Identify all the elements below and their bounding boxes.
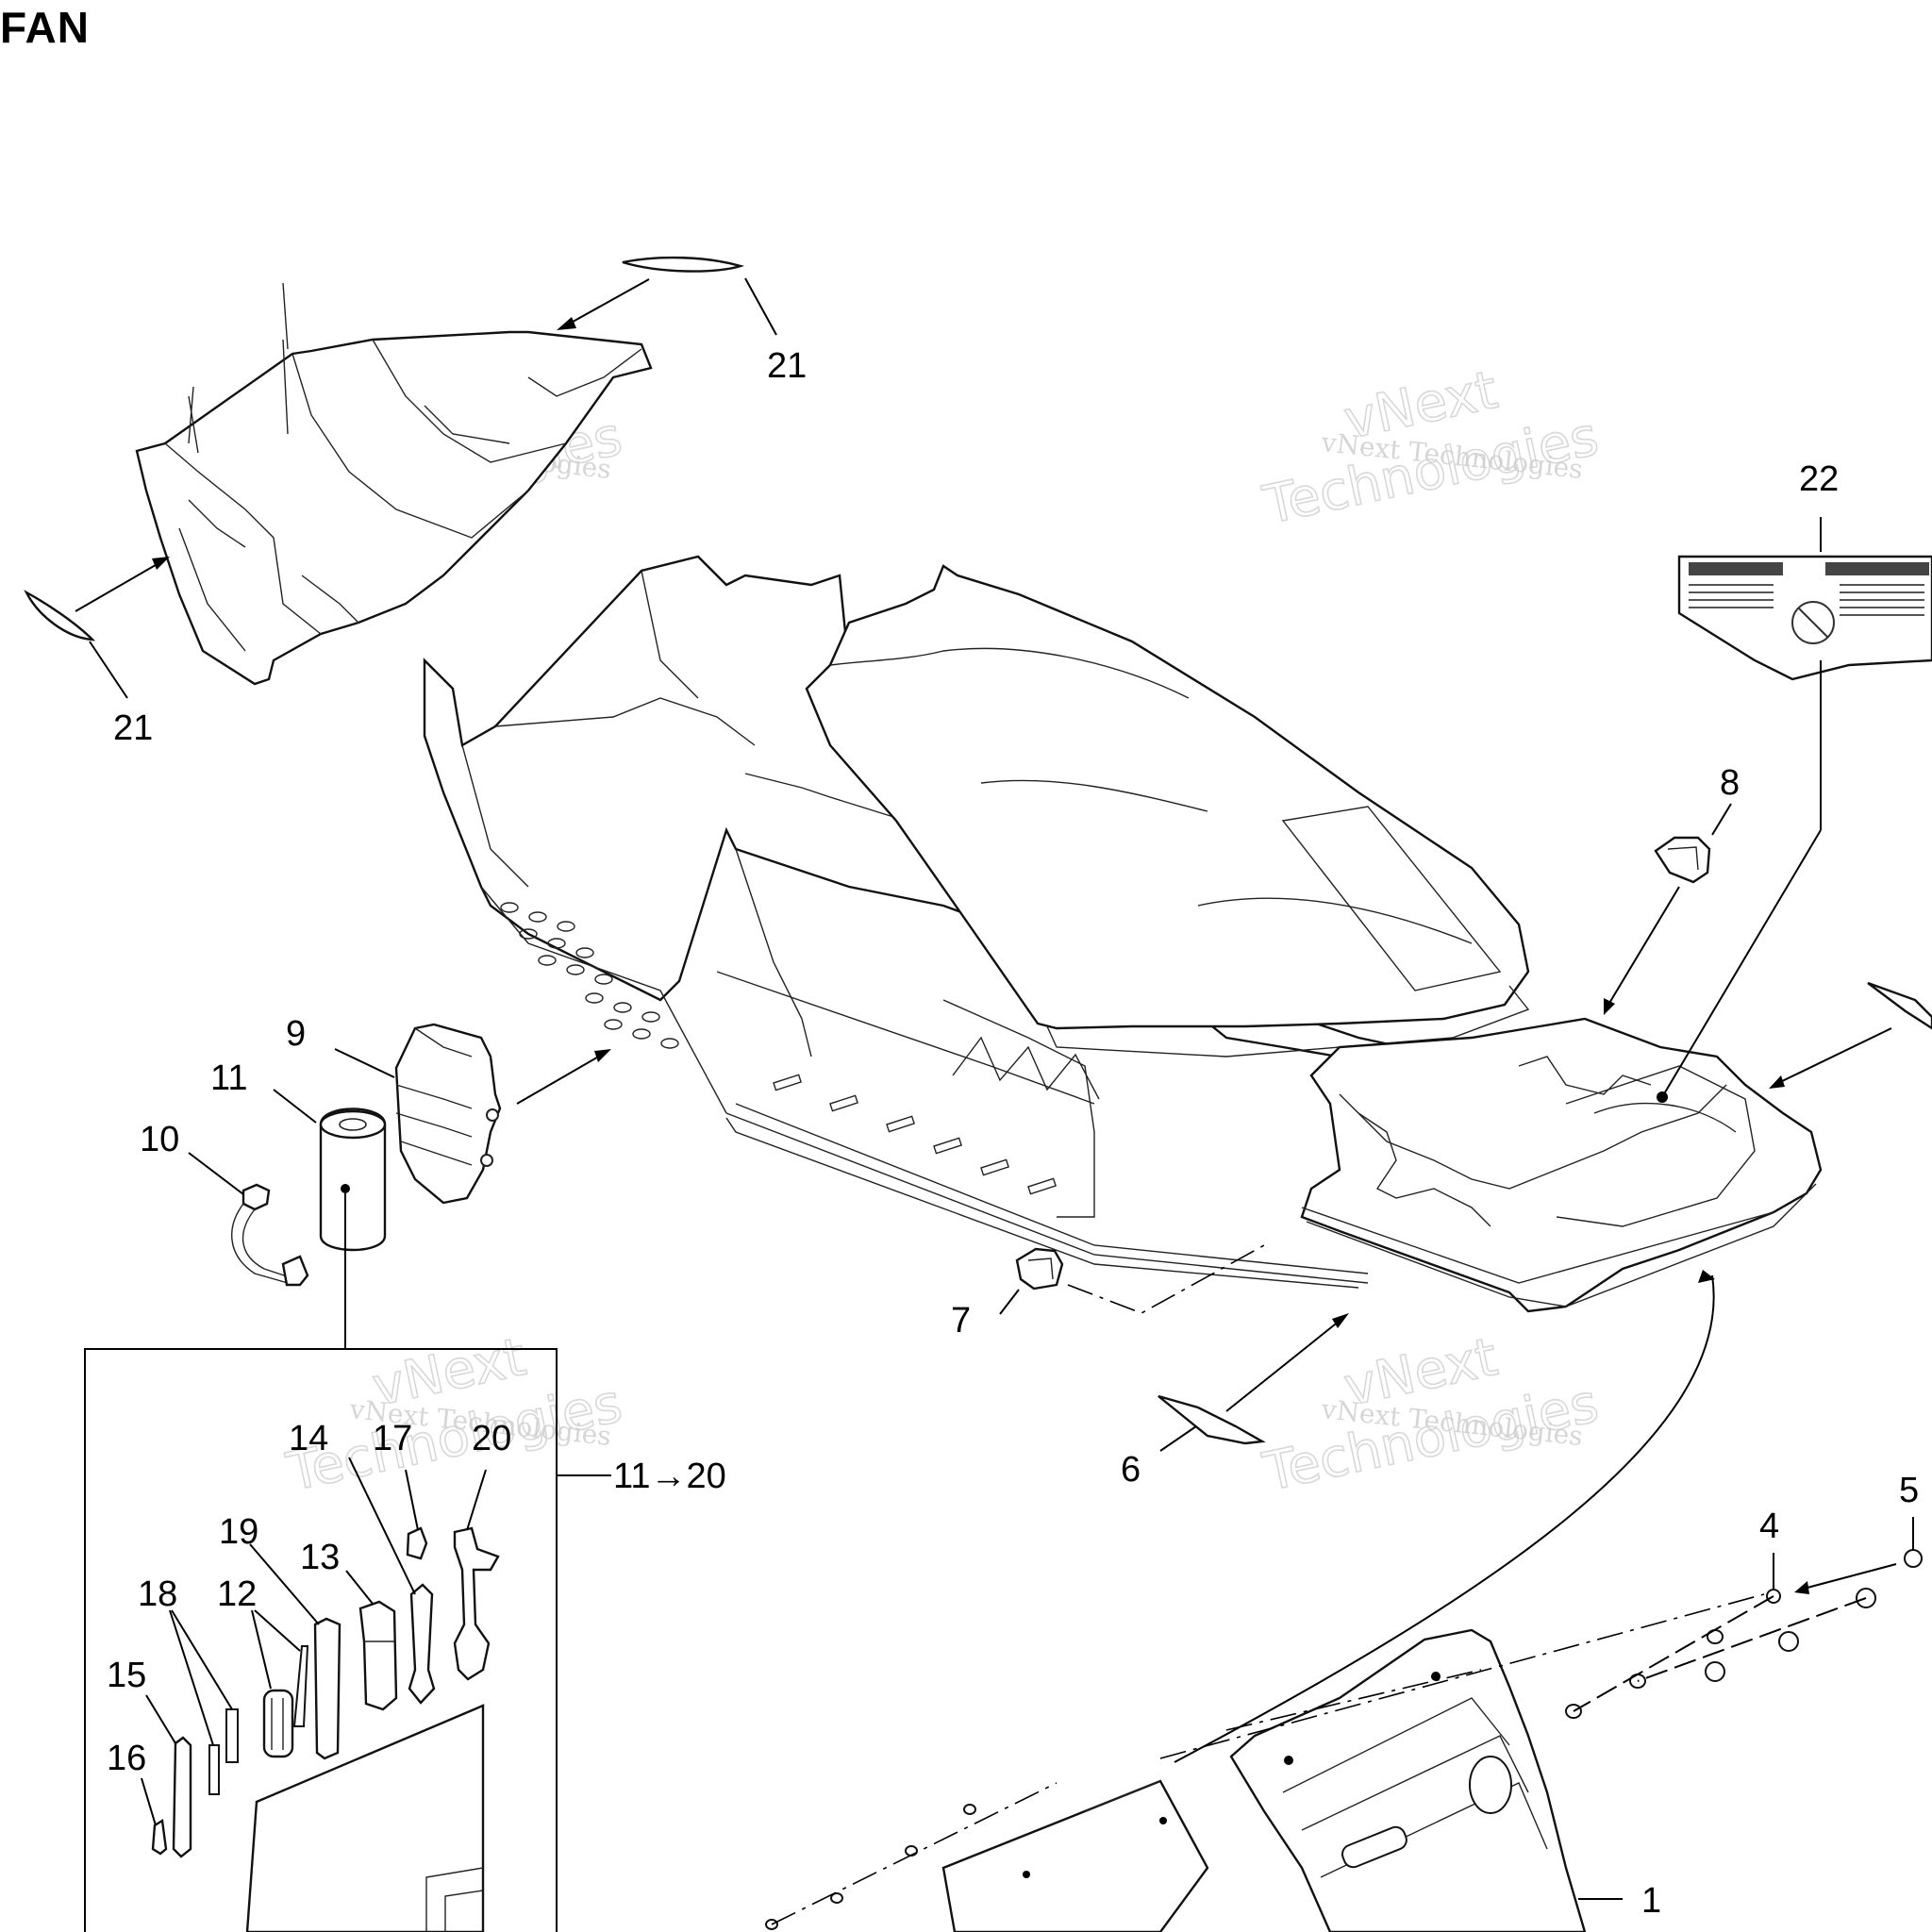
key-part-16 [151, 1818, 168, 1856]
dashed-leader-line [1159, 1593, 1765, 1759]
leader-line [516, 1054, 603, 1105]
leader-line [254, 1609, 301, 1652]
tool-kit-box-frame [84, 1348, 558, 1932]
leader-line [1661, 829, 1822, 1098]
belt-guard-part-9 [394, 1023, 502, 1205]
leader-line [171, 1609, 233, 1710]
spanner-part-20 [453, 1526, 500, 1681]
leader-line [1225, 1320, 1341, 1412]
callout-4: 4 [1759, 1507, 1779, 1546]
callout-21: 21 [767, 346, 807, 386]
leader-line [1607, 886, 1680, 1006]
seat-part [805, 564, 1530, 1058]
leader-line [999, 1289, 1020, 1315]
nut-part-4 [1565, 1589, 1781, 1719]
socket-part-19 [313, 1617, 341, 1760]
arrow-head [1332, 1313, 1349, 1328]
callout-10: 10 [140, 1120, 179, 1159]
grommet-part-5 [1705, 1549, 1923, 1682]
callout-8: 8 [1720, 763, 1740, 803]
dashed-leader-line [1225, 1669, 1482, 1731]
arrow-head [557, 317, 576, 330]
decal-part [24, 590, 96, 641]
screwdriver-part-12 [262, 1645, 309, 1758]
rod-part-15 [172, 1736, 192, 1858]
callout-6: 6 [1121, 1450, 1141, 1490]
leader-line [334, 1048, 395, 1078]
leader-line [1174, 1274, 1715, 1763]
decal-part [622, 256, 745, 273]
callout-22: 22 [1799, 459, 1839, 499]
clip-part-8 [1654, 836, 1711, 884]
arrow-head [1794, 1581, 1809, 1594]
warning-label-part-22 [1677, 555, 1932, 681]
arrow-head [1769, 1075, 1785, 1089]
leader-line [169, 1609, 214, 1746]
clip-part-17 [406, 1526, 428, 1560]
trim-panel-part [941, 1779, 1209, 1932]
leader-line [565, 278, 650, 326]
callout-18: 18 [138, 1574, 177, 1614]
leader-line [249, 1543, 320, 1625]
diagram-title: FAN [0, 3, 90, 52]
arrow-head [1604, 998, 1615, 1015]
leader-line [75, 561, 161, 612]
arrow-head [152, 557, 170, 570]
tool-kit-container-part-11 [319, 1108, 387, 1252]
leader-line [89, 641, 128, 699]
hood-part-1 [1229, 1628, 1587, 1932]
callout-11: 11 [210, 1058, 247, 1098]
leader-line [1777, 1027, 1892, 1084]
dashed-leader-line [771, 1782, 1058, 1925]
callout-5: 5 [1899, 1471, 1919, 1510]
wrench-part-14 [408, 1583, 436, 1705]
watermark-bottom-right: vNext Technologies vNext Technologies [1257, 1325, 1605, 1504]
leader-line [273, 1089, 317, 1124]
watermark-bottom-left: vNext Technologies vNext Technologies [281, 1325, 628, 1504]
leader-line [1159, 1425, 1197, 1452]
leader-line [345, 1570, 374, 1605]
callout-7: 7 [951, 1301, 971, 1341]
callout-15: 15 [107, 1656, 146, 1695]
callout-17: 17 [373, 1419, 412, 1458]
leader-line [141, 1777, 157, 1826]
leader-line [145, 1694, 176, 1744]
decal-part [1867, 981, 1932, 1030]
callout-16: 16 [107, 1739, 146, 1778]
clip-part-7 [1015, 1247, 1064, 1291]
arrow-head [1698, 1270, 1715, 1283]
leader-line [188, 1152, 244, 1195]
leader-line [1711, 803, 1732, 836]
decal-part-6 [1158, 1394, 1266, 1445]
dashed-leader-line [1067, 1244, 1265, 1314]
strap-part-10 [231, 1183, 309, 1287]
leader-line [1803, 1563, 1897, 1590]
callout-21: 21 [113, 708, 153, 748]
callout-20: 20 [472, 1419, 511, 1458]
screw-part [765, 1804, 976, 1930]
tool-bag-part [245, 1704, 485, 1932]
callout-14: 14 [289, 1419, 328, 1458]
kit-range-label: 11→20 [613, 1457, 726, 1496]
leader-line [466, 1469, 487, 1531]
callout-13: 13 [300, 1538, 340, 1577]
leader-line [348, 1457, 416, 1595]
leader-line [405, 1469, 419, 1531]
leader-line [744, 277, 777, 336]
arrow-head [594, 1049, 611, 1062]
watermark-top-right: vNext Technologies vNext Technologies [1257, 358, 1605, 537]
callout-9: 9 [286, 1014, 306, 1054]
callout-19: 19 [219, 1512, 258, 1552]
wrench-part-13 [358, 1600, 398, 1711]
dashed-leader-line [1637, 1597, 1867, 1682]
callout-12: 12 [217, 1574, 257, 1614]
dashed-leader-line [1573, 1595, 1774, 1712]
callout-1: 1 [1641, 1881, 1661, 1921]
leader-line [251, 1609, 272, 1690]
front-upper-body-part [135, 282, 653, 686]
rear-rack-part [1300, 1017, 1823, 1313]
fuse-part-18 [208, 1708, 239, 1795]
